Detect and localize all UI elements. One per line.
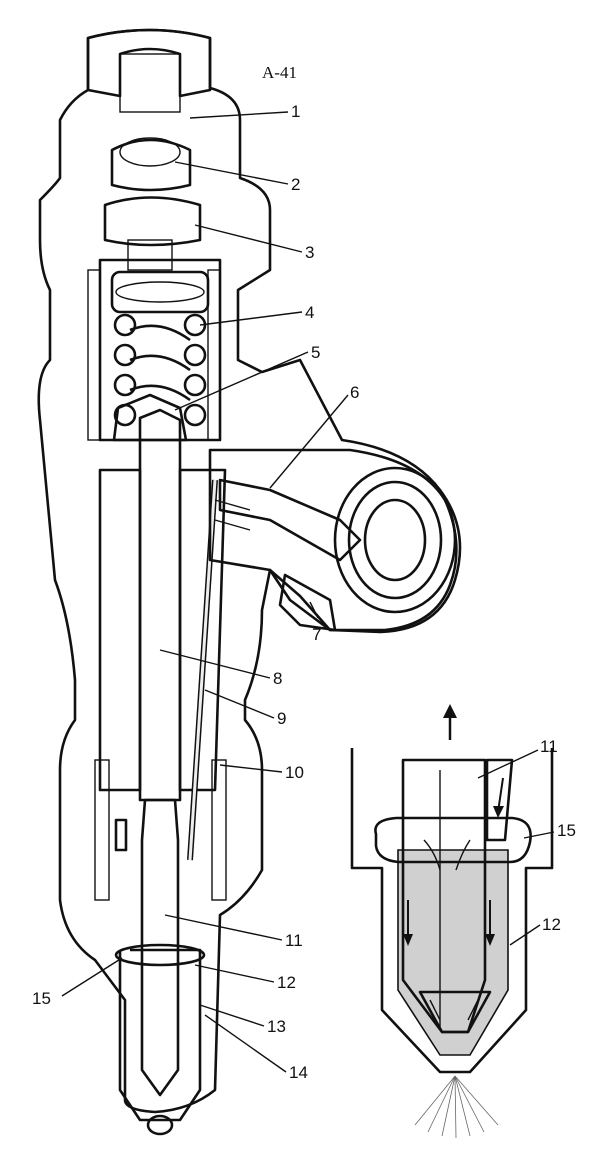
injector-cutaway [37,28,462,1136]
spring [110,270,210,427]
callout-7: 7 [312,625,321,644]
detail-callout-12: 12 [542,915,561,934]
callout-3: 3 [305,243,314,262]
top-inlet-thread [119,53,181,113]
nozzle-detail: 11 15 12 [350,704,576,1139]
nozzle-nut-thread-left [94,759,110,901]
callout-9: 9 [277,709,286,728]
detail-callout-11: 11 [540,737,558,756]
push-rod [138,408,182,802]
cap-nut [110,138,192,192]
leader-lines [61,111,349,1073]
injector-housing [37,28,462,1114]
callout-12: 12 [277,973,296,992]
callout-14: 14 [289,1063,308,1082]
detail-callout-15: 15 [557,821,576,840]
detail-pressure-chamber [374,816,532,864]
callout-8: 8 [273,669,282,688]
figure-code: A-41 [262,63,297,82]
inlet-nut [278,573,337,632]
top-cap [86,28,212,98]
adjusting-nut [103,196,202,247]
detail-nozzle-outline [350,748,554,1074]
pressure-chamber [114,943,206,967]
callout-6: 6 [350,383,359,402]
nozzle-nut-thread-right [211,759,227,901]
fuel-flow-arrows [403,704,504,1021]
nozzle-needle [140,798,180,1097]
callout-13: 13 [267,1017,286,1036]
fuel-spray [414,1075,499,1139]
callout-15: 15 [32,989,51,1008]
callout-labels: 1 2 3 4 5 6 7 8 9 10 11 12 13 14 15 [32,102,359,1082]
nozzle-tip [146,1114,174,1136]
callout-1: 1 [291,102,300,121]
callout-4: 4 [305,303,314,322]
callout-2: 2 [291,175,300,194]
callout-10: 10 [285,763,304,782]
callout-11: 11 [285,931,303,950]
spring-seat [112,393,188,442]
lower-cavity [98,468,142,792]
callout-5: 5 [311,343,320,362]
inlet-fitting [208,448,458,632]
